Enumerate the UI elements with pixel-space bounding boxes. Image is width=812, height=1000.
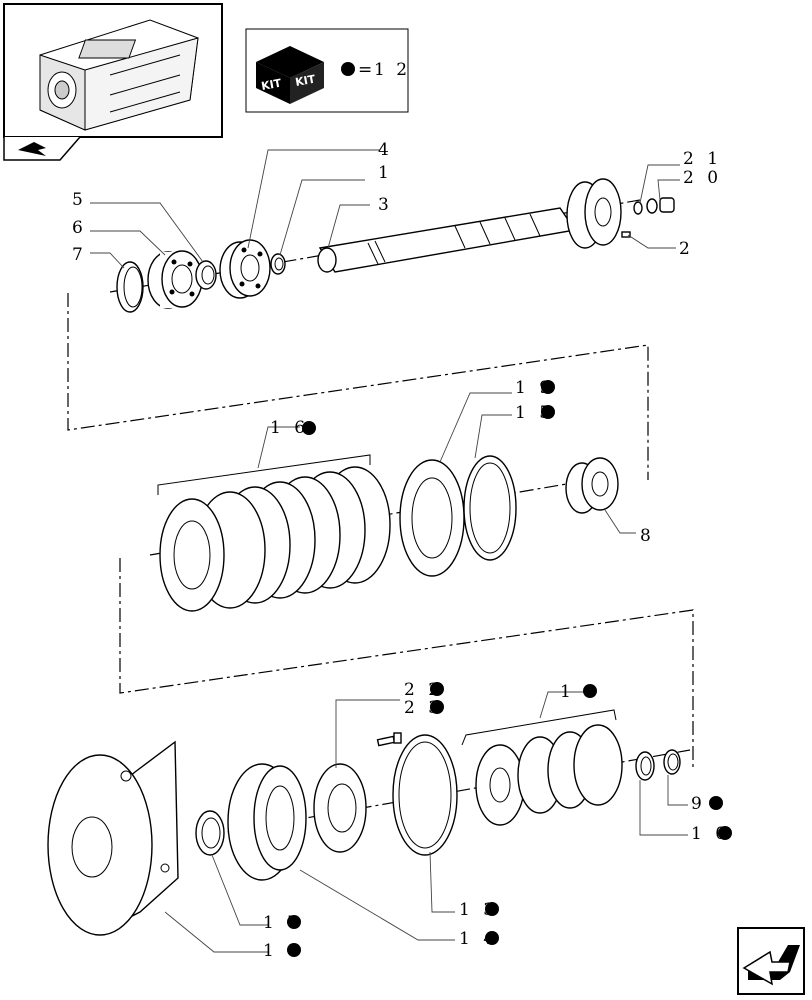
label-part-4: 4 (378, 140, 393, 160)
part-11-spring-pack[interactable] (461, 709, 623, 826)
part-4-bearing[interactable] (219, 239, 271, 299)
next-page-button[interactable] (737, 927, 805, 995)
part-13-seal-ring[interactable] (392, 734, 458, 856)
kit-legend: KIT KIT = 1 2 (245, 28, 410, 113)
label-part-3: 3 (378, 195, 393, 215)
part-16-clutch-disc-pack[interactable] (157, 454, 391, 612)
housing-thumbnail[interactable] (3, 3, 223, 161)
kit-badge-text-1: KIT (260, 77, 283, 93)
kit-equals: = (358, 60, 375, 80)
kit-bullet-22 (430, 682, 444, 696)
kit-bullet-14 (485, 931, 499, 945)
part-18-drum[interactable] (47, 740, 179, 936)
kit-bullets (287, 380, 732, 957)
part-6-bearing[interactable] (147, 250, 203, 309)
transmission-housing-icon (39, 19, 199, 131)
part-23-bolt[interactable] (376, 732, 402, 747)
label-part-14: 1 4 (459, 929, 498, 949)
label-part-23: 2 3 (404, 698, 443, 718)
part-15-snap-ring[interactable] (463, 455, 517, 561)
kit-badge-text-2: KIT (294, 73, 317, 89)
part-labels: 4 1 3 5 6 7 2 1 2 0 2 1 9 1 5 1 6 8 2 2 … (72, 140, 730, 961)
part-7-snap-ring[interactable] (116, 261, 144, 313)
label-part-22: 2 2 (404, 680, 443, 700)
part-1-circlip[interactable] (270, 253, 286, 275)
kit-bullet-19 (541, 380, 555, 394)
part-20-plug[interactable] (659, 197, 675, 213)
label-part-20: 2 0 (683, 168, 722, 188)
part-22-retainer-plate[interactable] (313, 763, 367, 853)
kit-bullet-17 (287, 915, 301, 929)
part-3-shaft[interactable] (317, 178, 622, 273)
kit-bullet-23 (430, 700, 444, 714)
navigation-arrow-icon (742, 945, 800, 986)
part-8-hub[interactable] (565, 457, 619, 514)
label-part-7: 7 (72, 245, 87, 265)
label-part-10: 1 0 (691, 824, 730, 844)
kit-bullet-13 (485, 902, 499, 916)
label-part-19: 1 9 (515, 378, 554, 398)
part-21-washer[interactable] (633, 198, 658, 215)
label-part-16: 1 6 (270, 418, 309, 438)
pointer-icon (18, 142, 46, 156)
kit-bullet-10 (718, 826, 732, 840)
part-14-piston[interactable] (227, 763, 307, 881)
leader-lines (90, 149, 688, 953)
label-part-5: 5 (72, 190, 87, 210)
kit-bullet-15 (541, 405, 555, 419)
part-19-separator-plate[interactable] (399, 459, 465, 577)
label-part-8: 8 (640, 526, 655, 546)
label-part-21: 2 1 (683, 149, 722, 169)
kit-value: 1 2 (374, 60, 410, 80)
label-part-2: 2 (679, 239, 694, 259)
part-2-pin[interactable] (621, 231, 631, 238)
label-part-6: 6 (72, 218, 87, 238)
kit-bullet-18 (287, 943, 301, 957)
kit-bullet-11 (583, 684, 597, 698)
kit-box-icon: KIT KIT (256, 46, 324, 104)
part-17-seal-ring[interactable] (195, 810, 225, 856)
part-5-spacer-ring[interactable] (195, 260, 217, 290)
label-part-1: 1 (378, 163, 393, 183)
kit-bullet-9 (709, 796, 723, 810)
kit-bullet-16 (302, 421, 316, 435)
label-part-9: 9 (691, 794, 706, 814)
label-part-13: 1 3 (459, 900, 498, 920)
label-part-15: 1 5 (515, 403, 554, 423)
part-9-circlip[interactable] (663, 749, 681, 775)
part-10-washer[interactable] (635, 751, 655, 781)
kit-bullet-icon (341, 62, 355, 76)
